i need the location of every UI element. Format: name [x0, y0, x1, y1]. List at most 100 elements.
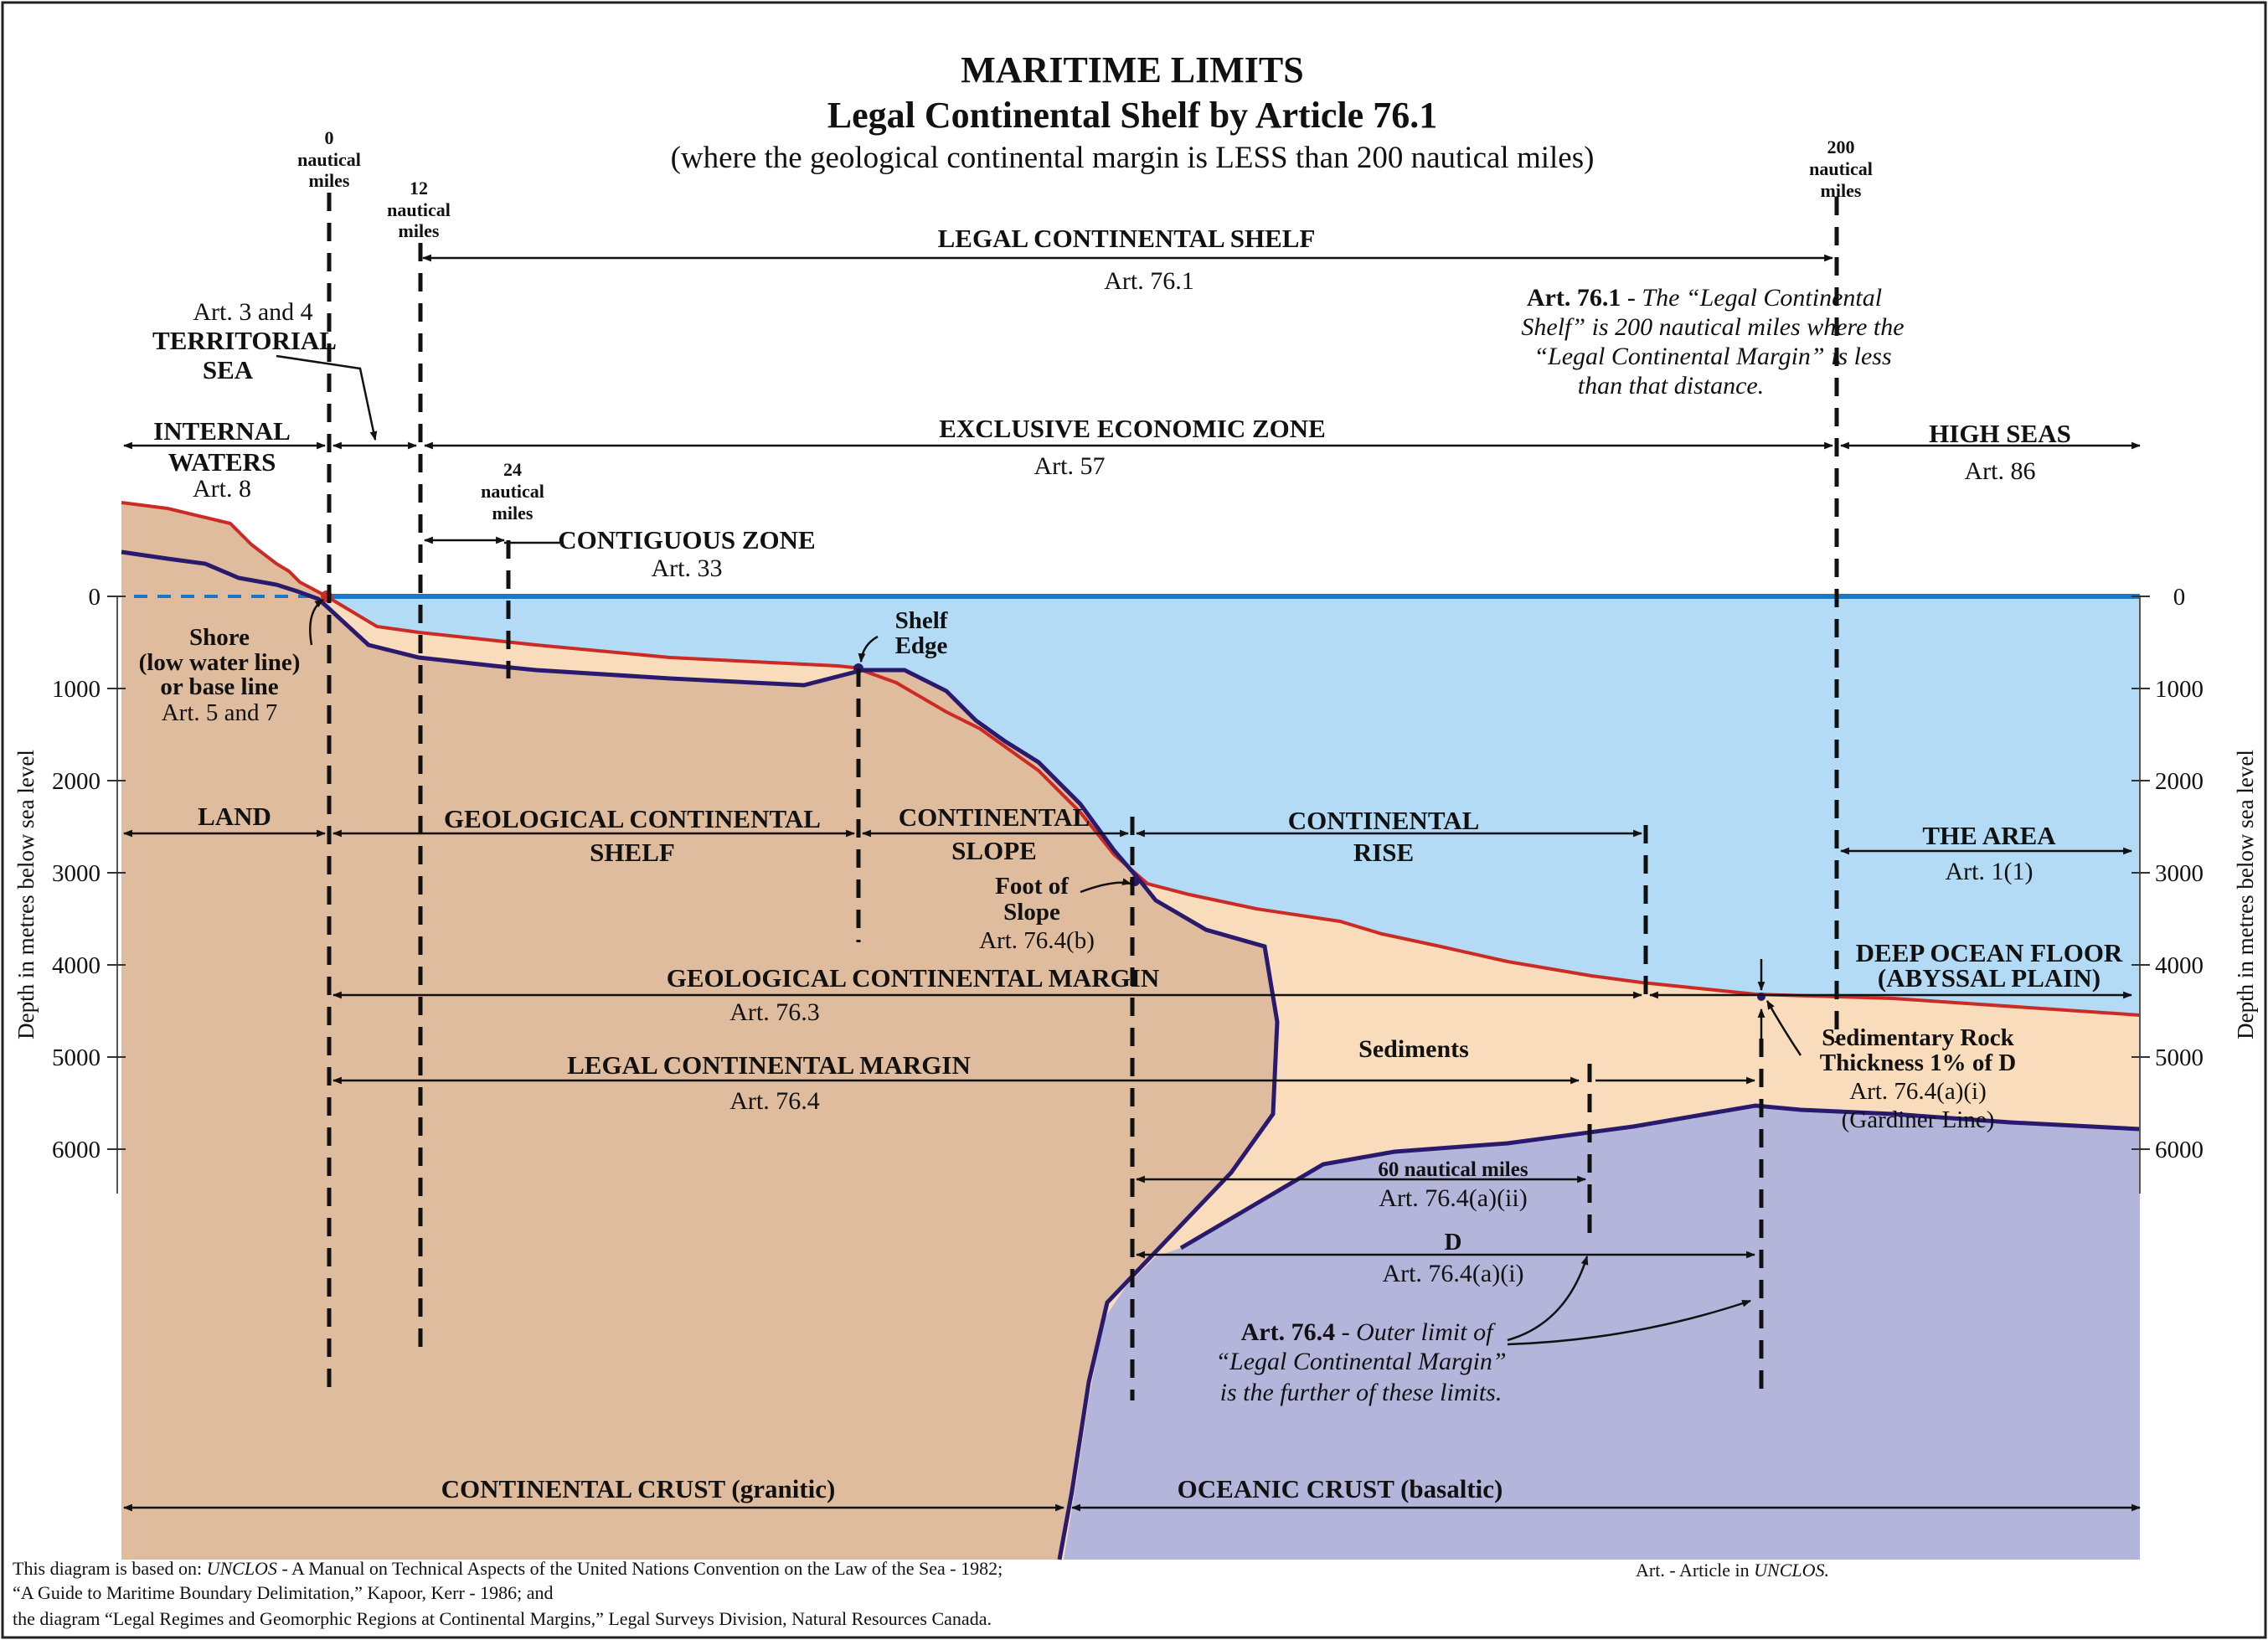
art764-note-l1: - Outer limit of: [1335, 1318, 1496, 1346]
shore-pointer: [309, 598, 324, 646]
right-tick-label: 0: [2173, 584, 2186, 611]
area-label: THE AREA: [1922, 821, 2056, 850]
nm24-word2: miles: [492, 503, 533, 523]
geo-margin-label: GEOLOGICAL CONTINENTAL MARGIN: [667, 963, 1160, 993]
note-arrow-d: [1507, 1299, 1752, 1346]
sed-rock-label-1: Sedimentary Rock: [1822, 1024, 2014, 1051]
sed-rock-art-2: (Gardiner Line): [1842, 1106, 1995, 1133]
art764-note-lead: Art. 76.4: [1241, 1318, 1335, 1346]
eez-label: EXCLUSIVE ECONOMIC ZONE: [939, 414, 1326, 443]
oceanic-crust-region: [1064, 1106, 2140, 1560]
high-seas-label: HIGH SEAS: [1929, 419, 2071, 448]
shelf-edge-label-2: Edge: [895, 632, 948, 659]
eez-art: Art. 57: [1034, 452, 1106, 480]
sediments-label: Sediments: [1358, 1035, 1469, 1063]
left-tick-label: 1000: [52, 676, 101, 703]
geo-shelf-label-1: GEOLOGICAL CONTINENTAL: [444, 804, 821, 833]
arrows: [122, 254, 2142, 1512]
nm200-word2: miles: [1821, 180, 1862, 201]
d-label: D: [1445, 1229, 1462, 1256]
footer-line1-c: - A Manual on Technical Aspects of the U…: [277, 1558, 1003, 1579]
nm60-art: Art. 76.4(a)(ii): [1379, 1184, 1527, 1212]
art761-note-line3: “Legal Continental Margin” is less: [1533, 343, 1891, 370]
foot-slope-label-2: Slope: [1003, 899, 1060, 926]
geo-shelf-label-2: SHELF: [590, 838, 675, 867]
high-seas-art: Art. 86: [1965, 457, 2036, 485]
art761-note-line1: Art. 76.1 - The “Legal Continental: [1527, 284, 1882, 312]
sediment-surface-line: [121, 501, 2141, 1017]
art761-note-line4: than that distance.: [1578, 372, 1764, 400]
footer-note-b: UNCLOS.: [1754, 1560, 1829, 1581]
slope-label-2: SLOPE: [951, 836, 1037, 865]
footer-line-1: This diagram is based on: UNCLOS - A Man…: [13, 1558, 1003, 1579]
art761-note-line2: Shelf” is 200 nautical miles where the: [1521, 313, 1904, 341]
territorial-pointer: [276, 354, 378, 441]
left-tick-label: 5000: [52, 1044, 101, 1071]
y-axis-label-left: Depth in metres below sea level: [13, 750, 39, 1039]
left-tick-label: 0: [89, 584, 101, 611]
nm12-word2: miles: [399, 220, 440, 241]
shore-art: Art. 5 and 7: [162, 699, 278, 726]
right-tick-label: 6000: [2155, 1137, 2204, 1163]
deep-floor-label-2: (ABYSSAL PLAIN): [1878, 963, 2100, 993]
left-tick-label: 2000: [52, 768, 101, 795]
deep-floor-label-1: DEEP OCEAN FLOOR: [1856, 938, 2123, 967]
foot-slope-art: Art. 76.4(b): [979, 927, 1095, 954]
title-line-1: MARITIME LIMITS: [961, 49, 1304, 90]
nm0-word1: nautical: [297, 149, 361, 170]
internal-waters-art: Art. 8: [193, 475, 251, 503]
shore-label-1: Shore: [189, 624, 250, 651]
legal-margin-art: Art. 76.4: [729, 1087, 820, 1115]
foot-slope-label-1: Foot of: [995, 873, 1069, 900]
shore-label-3: or base line: [160, 673, 278, 700]
rise-label-1: CONTINENTAL: [1288, 806, 1480, 835]
internal-waters-label-2: WATERS: [168, 447, 276, 477]
right-tick-label: 1000: [2155, 676, 2204, 703]
area-art: Art. 1(1): [1946, 858, 2033, 885]
nm24-word1: nautical: [481, 481, 544, 502]
gardiner-point: [1757, 993, 1765, 1001]
note-arrow-60nm: [1507, 1255, 1589, 1342]
right-tick-label: 3000: [2155, 860, 2204, 887]
oceanic-crust-label: OCEANIC CRUST (basaltic): [1178, 1474, 1503, 1503]
nm12-value: 12: [410, 178, 428, 199]
art764-note-line3: is the further of these limits.: [1220, 1379, 1503, 1406]
footer-line-2: “A Guide to Maritime Boundary Delimitati…: [13, 1582, 554, 1603]
title-line-3: (where the geological continental margin…: [671, 141, 1595, 175]
shore-label-2: (low water line): [139, 649, 301, 676]
footer-note-a: Art. - Article in: [1636, 1560, 1754, 1581]
art761-note-lead: Art. 76.1: [1527, 284, 1621, 312]
sed-rock-pointer: [1765, 1000, 1802, 1056]
footer-line1-a: This diagram is based on:: [13, 1558, 207, 1579]
contiguous-label: CONTIGUOUS ZONE: [558, 525, 815, 554]
contiguous-art: Art. 33: [652, 554, 723, 582]
nm-markers: 0 nautical miles 12 nautical miles 24 na…: [297, 127, 1873, 523]
foot-slope-pointer: [1080, 878, 1132, 894]
art764-note-line2: “Legal Continental Margin”: [1215, 1348, 1506, 1375]
right-tick-label: 2000: [2155, 768, 2204, 795]
nm12-word1: nautical: [387, 199, 451, 220]
right-tick-label: 4000: [2155, 952, 2204, 979]
art764-note-line1: Art. 76.4 - Outer limit of: [1241, 1318, 1496, 1346]
territorial-label-2: SEA: [203, 355, 254, 384]
coastal-land-region: [121, 503, 327, 606]
internal-waters-label-1: INTERNAL: [153, 416, 291, 446]
sediment-region: [327, 596, 2140, 1560]
nm24-value: 24: [503, 459, 522, 480]
nm0-value: 0: [325, 127, 334, 148]
rise-label-2: RISE: [1353, 838, 1414, 867]
legal-shelf-label: LEGAL CONTINENTAL SHELF: [938, 224, 1316, 253]
d-art: Art. 76.4(a)(i): [1382, 1260, 1523, 1287]
oceanic-crust-line: [1179, 1103, 2141, 1251]
footer-line-3: the diagram “Legal Regimes and Geomorphi…: [13, 1608, 992, 1629]
nm200-word1: nautical: [1809, 158, 1873, 179]
nm200-value: 200: [1827, 137, 1855, 157]
nm60-label: 60 nautical miles: [1378, 1158, 1528, 1181]
title-line-2: Legal Continental Shelf by Article 76.1: [827, 95, 1437, 136]
left-tick-label: 4000: [52, 952, 101, 979]
sed-rock-label-2: Thickness 1% of D: [1820, 1049, 2016, 1076]
land-region: [121, 552, 1277, 1560]
